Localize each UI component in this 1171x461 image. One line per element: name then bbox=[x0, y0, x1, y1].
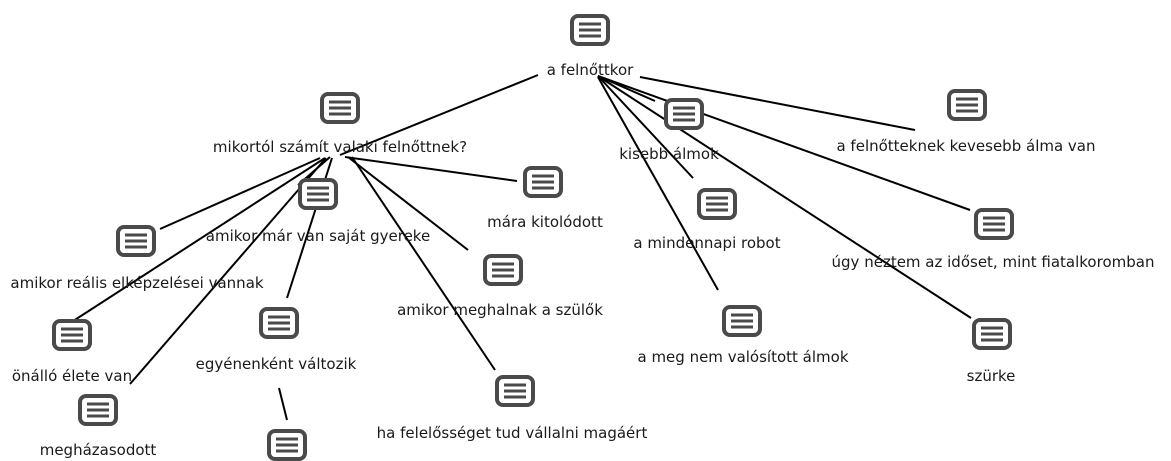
node-label-szulok: amikor meghalnak a szülők bbox=[397, 301, 603, 319]
edge-root-kevesebb bbox=[639, 76, 916, 131]
note-icon[interactable] bbox=[495, 375, 535, 407]
node-label-mindennapi: a mindennapi robot bbox=[633, 234, 780, 252]
note-icon[interactable] bbox=[664, 98, 704, 130]
node-label-realis: amikor reális elképzelései vannak bbox=[10, 274, 263, 292]
edge-egyenenkent-bottom bbox=[278, 387, 288, 421]
edge-mikortol-felelosseg bbox=[351, 156, 496, 371]
note-icon[interactable] bbox=[947, 89, 987, 121]
edge-root-ugy bbox=[597, 75, 971, 211]
node-label-gyereke: amikor már van saját gyereke bbox=[206, 227, 430, 245]
note-icon[interactable] bbox=[697, 188, 737, 220]
note-icon[interactable] bbox=[78, 394, 118, 426]
note-icon[interactable] bbox=[267, 429, 307, 461]
edge-mikortol-szulok bbox=[347, 156, 469, 251]
note-icon[interactable] bbox=[972, 318, 1012, 350]
note-icon[interactable] bbox=[722, 305, 762, 337]
node-label-felelosseg: ha felelősséget tud vállalni magáért bbox=[377, 424, 648, 442]
node-label-onallo: önálló élete van bbox=[12, 367, 132, 385]
node-label-root: a felnőttkor bbox=[547, 61, 634, 79]
note-icon[interactable] bbox=[570, 14, 610, 46]
edge-root-meg_nem bbox=[597, 76, 719, 291]
note-icon[interactable] bbox=[298, 178, 338, 210]
node-label-megh: megházasodott bbox=[40, 441, 157, 459]
node-label-szurke: szürke bbox=[967, 367, 1016, 385]
label-layer: a felnőttkor mikortól számít valaki felnő… bbox=[10, 61, 1154, 459]
note-icon[interactable] bbox=[116, 225, 156, 257]
icon-layer bbox=[52, 14, 1014, 461]
edge-mikortol-megh bbox=[129, 157, 327, 385]
note-icon[interactable] bbox=[259, 307, 299, 339]
edge-mikortol-onallo bbox=[66, 157, 326, 326]
note-icon[interactable] bbox=[483, 254, 523, 286]
edge-mikortol-realis bbox=[159, 157, 321, 230]
edge-layer bbox=[66, 74, 972, 421]
note-icon[interactable] bbox=[523, 166, 563, 198]
edge-root-mikortol bbox=[339, 74, 539, 156]
node-label-mikortol: mikortól számít valaki felnőttnek? bbox=[213, 138, 467, 156]
node-label-meg_nem: a meg nem valósított álmok bbox=[637, 348, 848, 366]
node-label-kevesebb: a felnőtteknek kevesebb álma van bbox=[836, 137, 1095, 155]
node-label-egyenenkent: egyénenként változik bbox=[196, 355, 357, 373]
node-label-ugy: úgy néztem az időset, mint fiatalkoromba… bbox=[832, 253, 1155, 271]
note-icon[interactable] bbox=[974, 208, 1014, 240]
edge-root-szurke bbox=[597, 75, 972, 319]
edge-root-mindennapi bbox=[597, 75, 694, 179]
note-icon[interactable] bbox=[52, 319, 92, 351]
node-label-mara: mára kitolódott bbox=[487, 213, 603, 231]
note-icon[interactable] bbox=[320, 92, 360, 124]
edge-mikortol-mara bbox=[344, 156, 518, 182]
node-label-kisebb: kisebb álmok bbox=[619, 145, 719, 163]
